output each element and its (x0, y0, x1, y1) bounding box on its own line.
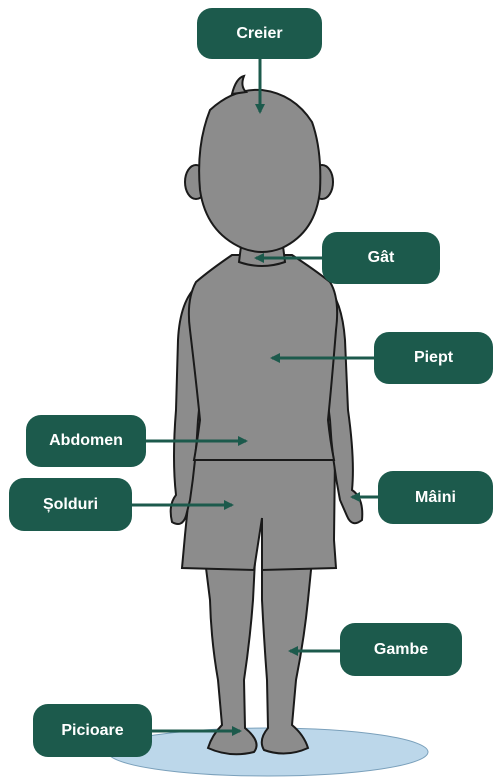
label-hands: Mâini (378, 471, 493, 524)
left-leg (205, 560, 257, 754)
head (199, 90, 320, 252)
label-hips: Șolduri (9, 478, 132, 531)
label-abdomen: Abdomen (26, 415, 146, 467)
label-chest: Piept (374, 332, 493, 384)
label-neck: Gât (322, 232, 440, 284)
shorts (182, 455, 336, 570)
right-leg (262, 560, 312, 754)
label-brain: Creier (197, 8, 322, 59)
label-feet: Picioare (33, 704, 152, 757)
hair-tuft (232, 76, 246, 94)
label-calves: Gambe (340, 623, 462, 676)
